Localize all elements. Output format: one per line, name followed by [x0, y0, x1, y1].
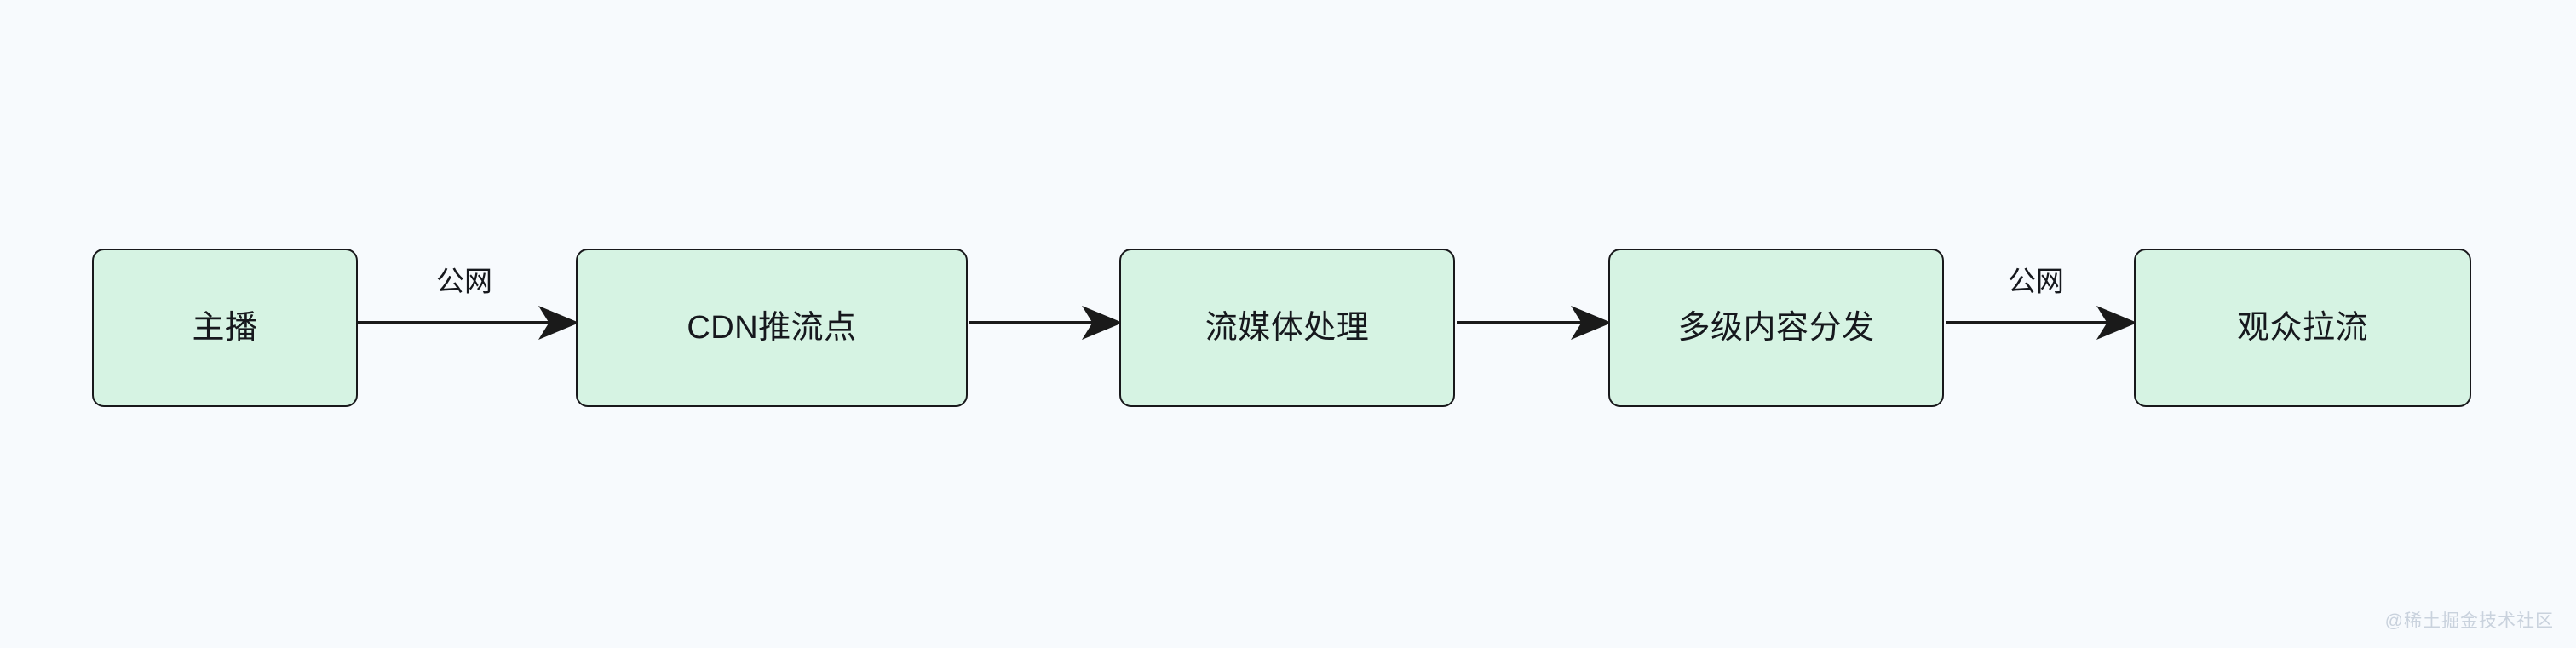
flow-edge-label-e4: 公网 — [2008, 265, 2064, 297]
flow-node-n4[interactable]: 多级内容分发 — [1608, 249, 1944, 407]
flow-node-label: 多级内容分发 — [1677, 310, 1875, 346]
watermark: @稀土掘金技术社区 — [2384, 611, 2554, 631]
flow-edge-label-e1: 公网 — [436, 265, 492, 297]
flow-node-n1[interactable]: 主播 — [92, 249, 358, 407]
flow-node-label: 主播 — [192, 310, 258, 346]
flow-node-label: 流媒体处理 — [1205, 310, 1370, 346]
flow-node-n3[interactable]: 流媒体处理 — [1119, 249, 1455, 407]
flow-node-label: CDN推流点 — [687, 310, 857, 346]
flow-node-n2[interactable]: CDN推流点 — [576, 249, 968, 407]
flow-node-n5[interactable]: 观众拉流 — [2134, 249, 2471, 407]
flow-node-label: 观众拉流 — [2236, 310, 2368, 346]
